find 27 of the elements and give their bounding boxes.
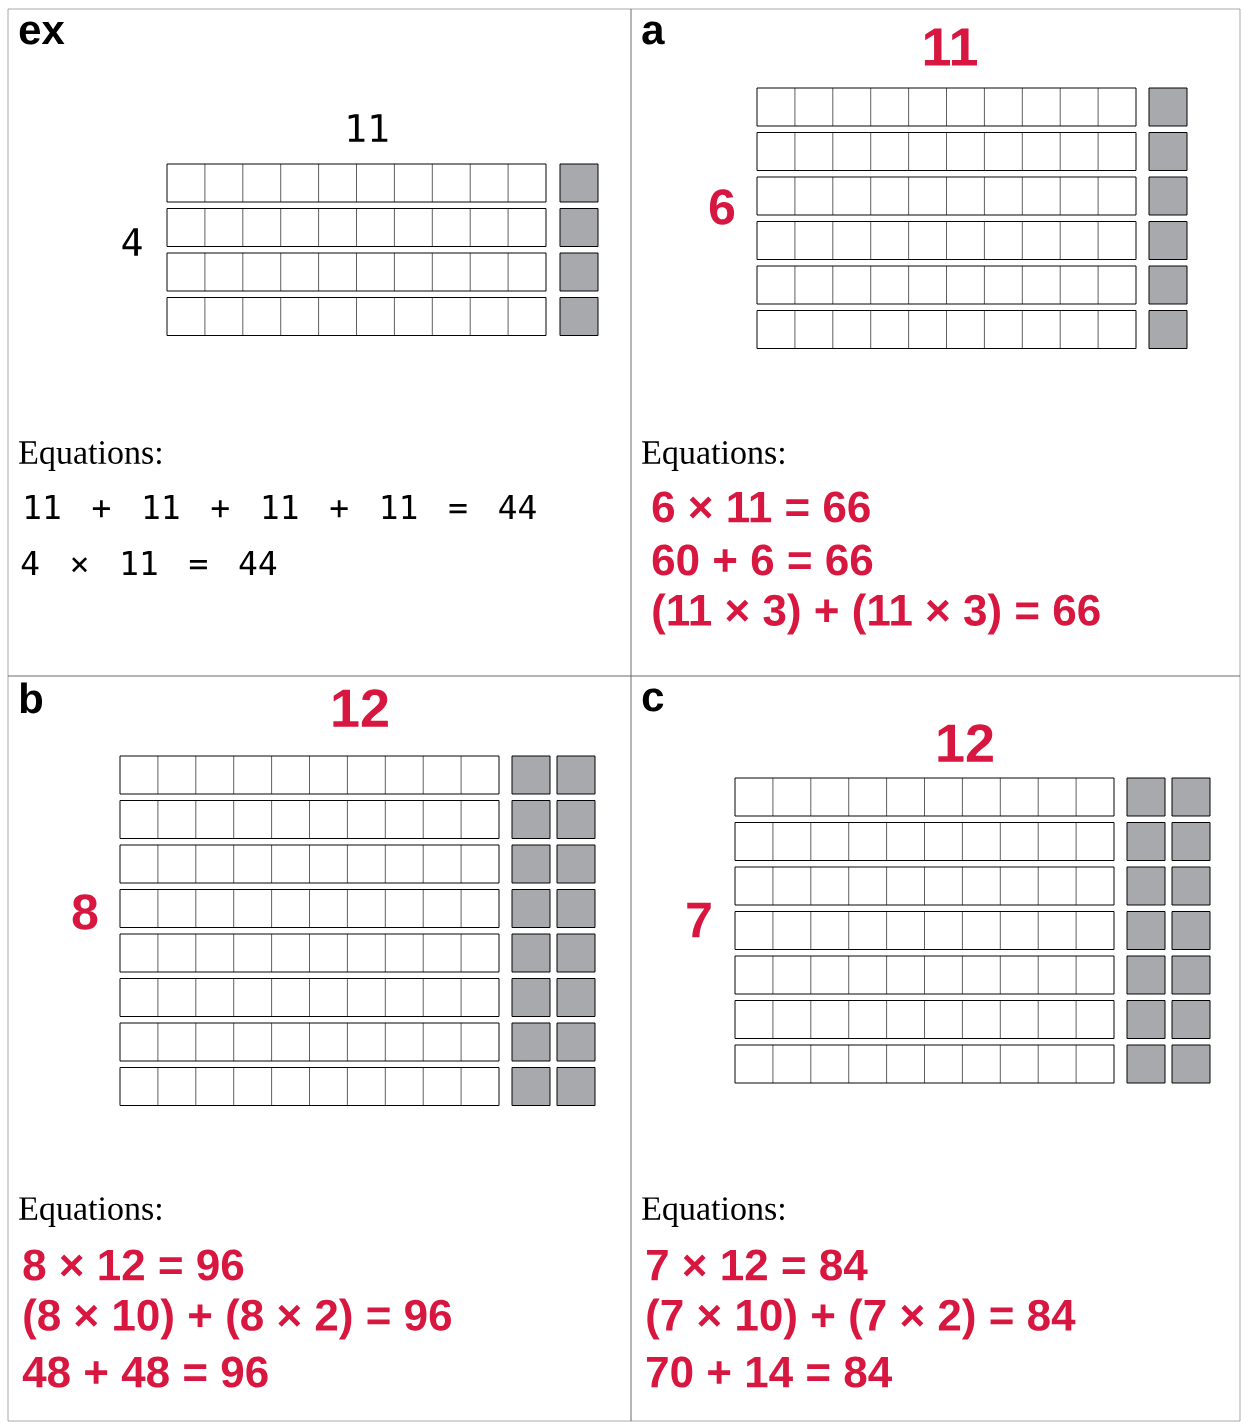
row-count: 7	[687, 902, 711, 938]
equation: (7 × 10) + (7 × 2) = 84	[647, 1298, 1076, 1340]
panel-label: c	[642, 688, 664, 712]
equations-heading: Equations:	[642, 441, 784, 471]
equation: 48 + 48 = 96	[22, 1356, 268, 1388]
row-count: 8	[72, 894, 98, 930]
row-count: 4	[122, 228, 142, 256]
equation: 4 × 11 = 44	[21, 551, 277, 575]
row-count: 6	[709, 189, 735, 225]
column-count: 11	[924, 28, 978, 66]
equation: 11 + 11 + 11 + 11 = 44	[26, 495, 536, 519]
column-count: 11	[348, 114, 388, 142]
equations-heading: Equations:	[19, 441, 161, 471]
equation: 6 × 11 = 66	[652, 491, 870, 523]
panel-label: a	[642, 21, 665, 45]
equation: (11 × 3) + (11 × 3) = 66	[653, 593, 1100, 635]
column-count: 12	[333, 689, 388, 727]
equation: 7 × 12 = 84	[647, 1249, 868, 1281]
equation: 60 + 6 = 66	[652, 544, 873, 576]
equation: 70 + 14 = 84	[647, 1356, 892, 1388]
equation: (8 × 10) + (8 × 2) = 96	[24, 1298, 451, 1340]
equations-heading: Equations:	[19, 1197, 161, 1227]
equations-heading: Equations:	[642, 1197, 784, 1227]
column-count: 12	[938, 724, 993, 762]
panel-label: ex	[19, 21, 65, 45]
panel-label: b	[20, 682, 43, 714]
equation: 8 × 12 = 96	[23, 1249, 244, 1281]
